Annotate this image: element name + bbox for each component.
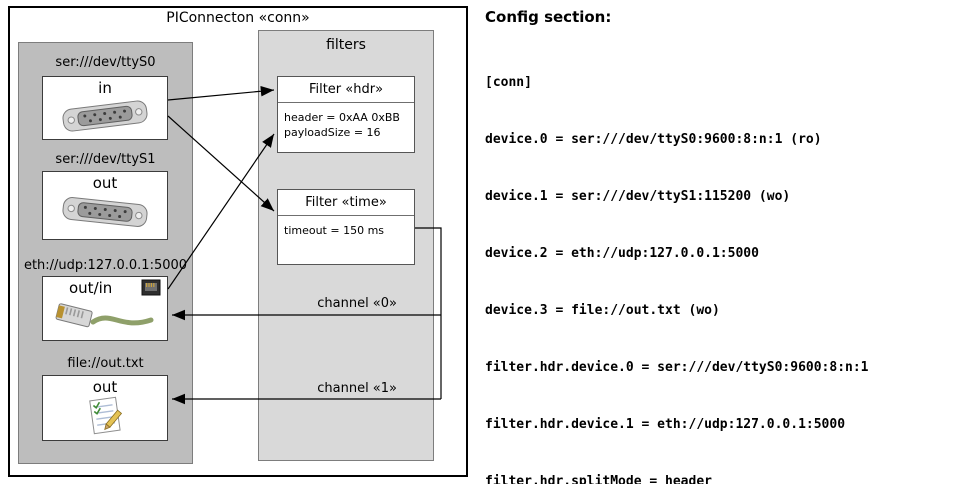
config-line: filter.hdr.splitMode = header xyxy=(485,474,712,484)
config-line: device.1 = ser:///dev/ttyS1:115200 (wo) xyxy=(485,189,791,204)
device-ttys1-direction: out xyxy=(92,174,118,192)
device-box-ttys0: in xyxy=(42,76,168,140)
ethernet-plug-icon xyxy=(43,300,167,338)
device-box-eth: out/in xyxy=(42,276,168,341)
filter-hdr-box: Filter «hdr» header = 0xAA 0xBB payloadS… xyxy=(277,76,415,153)
filter-time-title: Filter «time» xyxy=(278,190,414,216)
config-section: Config section: [conn] device.0 = ser://… xyxy=(485,8,876,484)
filter-hdr-title: Filter «hdr» xyxy=(278,77,414,103)
channel-0-label: channel «0» xyxy=(317,296,397,311)
device-eth-direction: out/in xyxy=(69,279,113,297)
diagram-title: PIConnecton «conn» xyxy=(166,10,310,26)
config-heading: Config section: xyxy=(485,8,612,26)
serial-connector-icon xyxy=(43,97,167,135)
serial-connector-icon xyxy=(43,192,167,232)
config-line: filter.hdr.device.1 = eth://udp:127.0.0.… xyxy=(485,417,846,432)
device-file-direction: out xyxy=(92,378,118,396)
device-box-file: out xyxy=(42,375,168,441)
device-ttys0-label: ser:///dev/ttyS0 xyxy=(55,55,156,70)
device-eth-label: eth://udp:127.0.0.1:5000 xyxy=(23,258,188,273)
filter-hdr-param-header: header = 0xAA 0xBB xyxy=(284,111,400,124)
device-file-label: file://out.txt xyxy=(67,356,144,371)
config-line: device.3 = file://out.txt (wo) xyxy=(485,303,720,318)
document-icon xyxy=(43,396,167,436)
device-ttys0-direction: in xyxy=(98,79,112,97)
config-line: device.0 = ser:///dev/ttyS0:9600:8:n:1 (… xyxy=(485,132,822,147)
config-line: filter.hdr.device.0 = ser:///dev/ttyS0:9… xyxy=(485,360,869,375)
channel-1-label: channel «1» xyxy=(317,381,397,396)
config-line: device.2 = eth://udp:127.0.0.1:5000 xyxy=(485,246,759,261)
device-ttys1-label: ser:///dev/ttyS1 xyxy=(55,152,156,167)
device-box-ttys1: out xyxy=(42,171,168,240)
filter-time-param-timeout: timeout = 150 ms xyxy=(284,224,385,237)
ethernet-jack-icon xyxy=(141,279,161,300)
filters-panel-title: filters xyxy=(326,37,366,53)
filter-time-box: Filter «time» timeout = 150 ms xyxy=(277,189,415,265)
config-line: [conn] xyxy=(485,75,532,90)
filter-hdr-param-payloadsize: payloadSize = 16 xyxy=(284,126,381,139)
config-lines: [conn] device.0 = ser:///dev/ttyS0:9600:… xyxy=(485,35,876,484)
